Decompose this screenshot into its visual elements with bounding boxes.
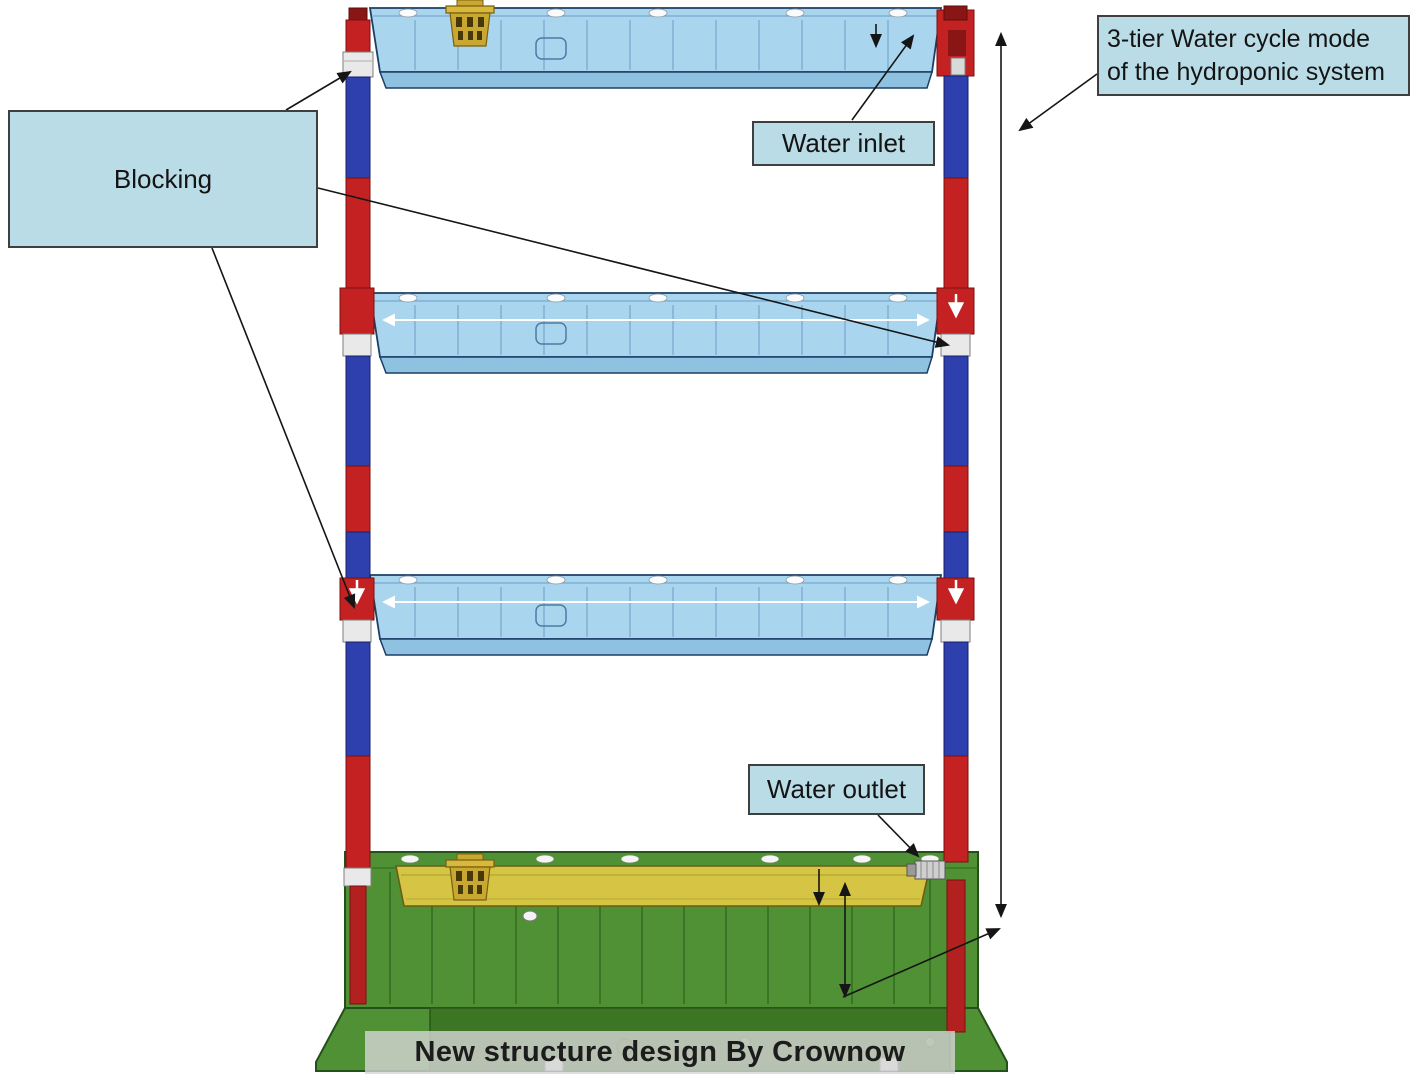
water-outlet-label: Water outlet [748,764,925,815]
flow-arrows [348,294,965,609]
water-inlet-fitting [936,5,975,77]
annotation-arrows [211,24,1098,999]
system-title-label: 3-tier Water cycle mode of the hydroponi… [1097,15,1410,96]
blocking-label: Blocking [8,110,318,248]
planting-basket-base [445,853,495,901]
system-title-line2: of the hydroponic system [1107,57,1385,86]
planting-basket-top [445,0,495,47]
water-outlet-label-text: Water outlet [766,774,907,804]
caption-watermark: New structure design By Crownow [365,1031,955,1074]
caption-text: New structure design By Crownow [414,1036,906,1068]
system-title-line1: 3-tier Water cycle mode [1107,24,1371,53]
water-inlet-label: Water inlet [752,121,935,166]
blocking-label-text: Blocking [113,163,213,194]
tray-tier-2 [369,292,942,374]
tray-tier-3 [369,574,942,656]
right-pipe [906,5,975,1033]
yellow-inner-tray [395,865,931,907]
water-inlet-label-text: Water inlet [781,128,906,158]
water-outlet-connector [906,860,946,880]
